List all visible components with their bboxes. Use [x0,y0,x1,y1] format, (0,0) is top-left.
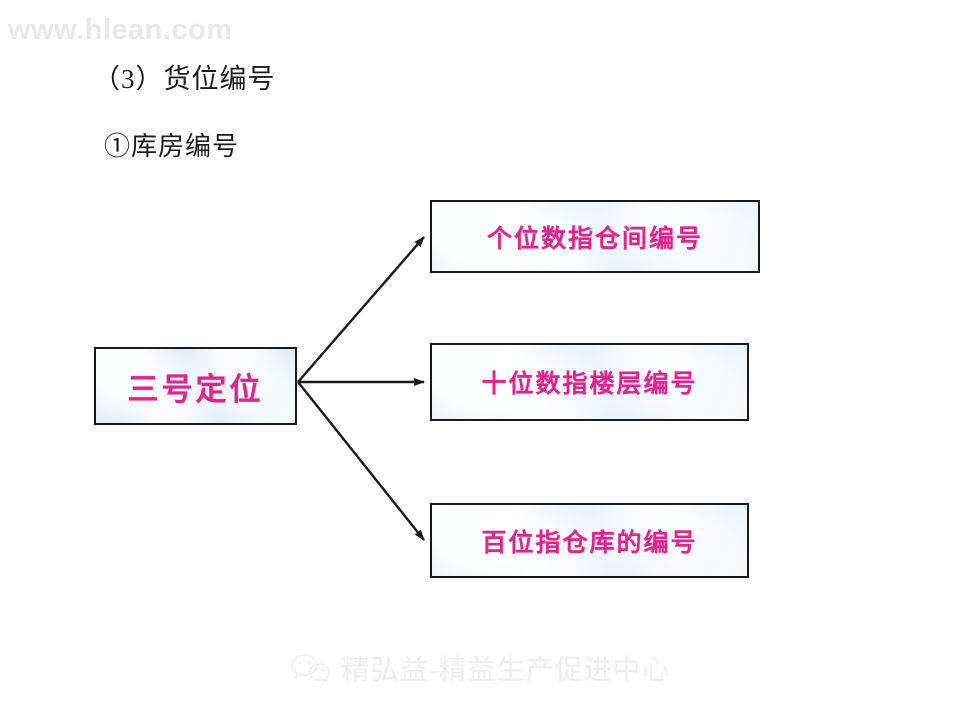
node-tens-digit: 十位数指楼层编号 [430,343,749,421]
arrow-to-ones [297,236,425,383]
wechat-icon [291,654,331,683]
arrow-to-hundreds [297,381,425,541]
page-subtitle: ①库房编号 [104,132,240,161]
node-ones-digit: 个位数指仓间编号 [430,200,760,273]
node-source-label: 三号定位 [127,371,264,407]
node-ones-digit-label: 个位数指仓间编号 [486,225,703,253]
node-hundreds-digit-label: 百位指仓库的编号 [481,529,698,557]
node-source-three-digit-location: 三号定位 [94,347,297,425]
footer-branding: 精弘益-精益生产促进中心 [0,648,960,688]
node-hundreds-digit: 百位指仓库的编号 [430,503,749,578]
footer-text: 精弘益-精益生产促进中心 [341,655,671,686]
node-tens-digit-label: 十位数指楼层编号 [481,371,698,398]
site-watermark: www.hlean.com [8,14,233,46]
page-title: （3）货位编号 [93,64,276,94]
